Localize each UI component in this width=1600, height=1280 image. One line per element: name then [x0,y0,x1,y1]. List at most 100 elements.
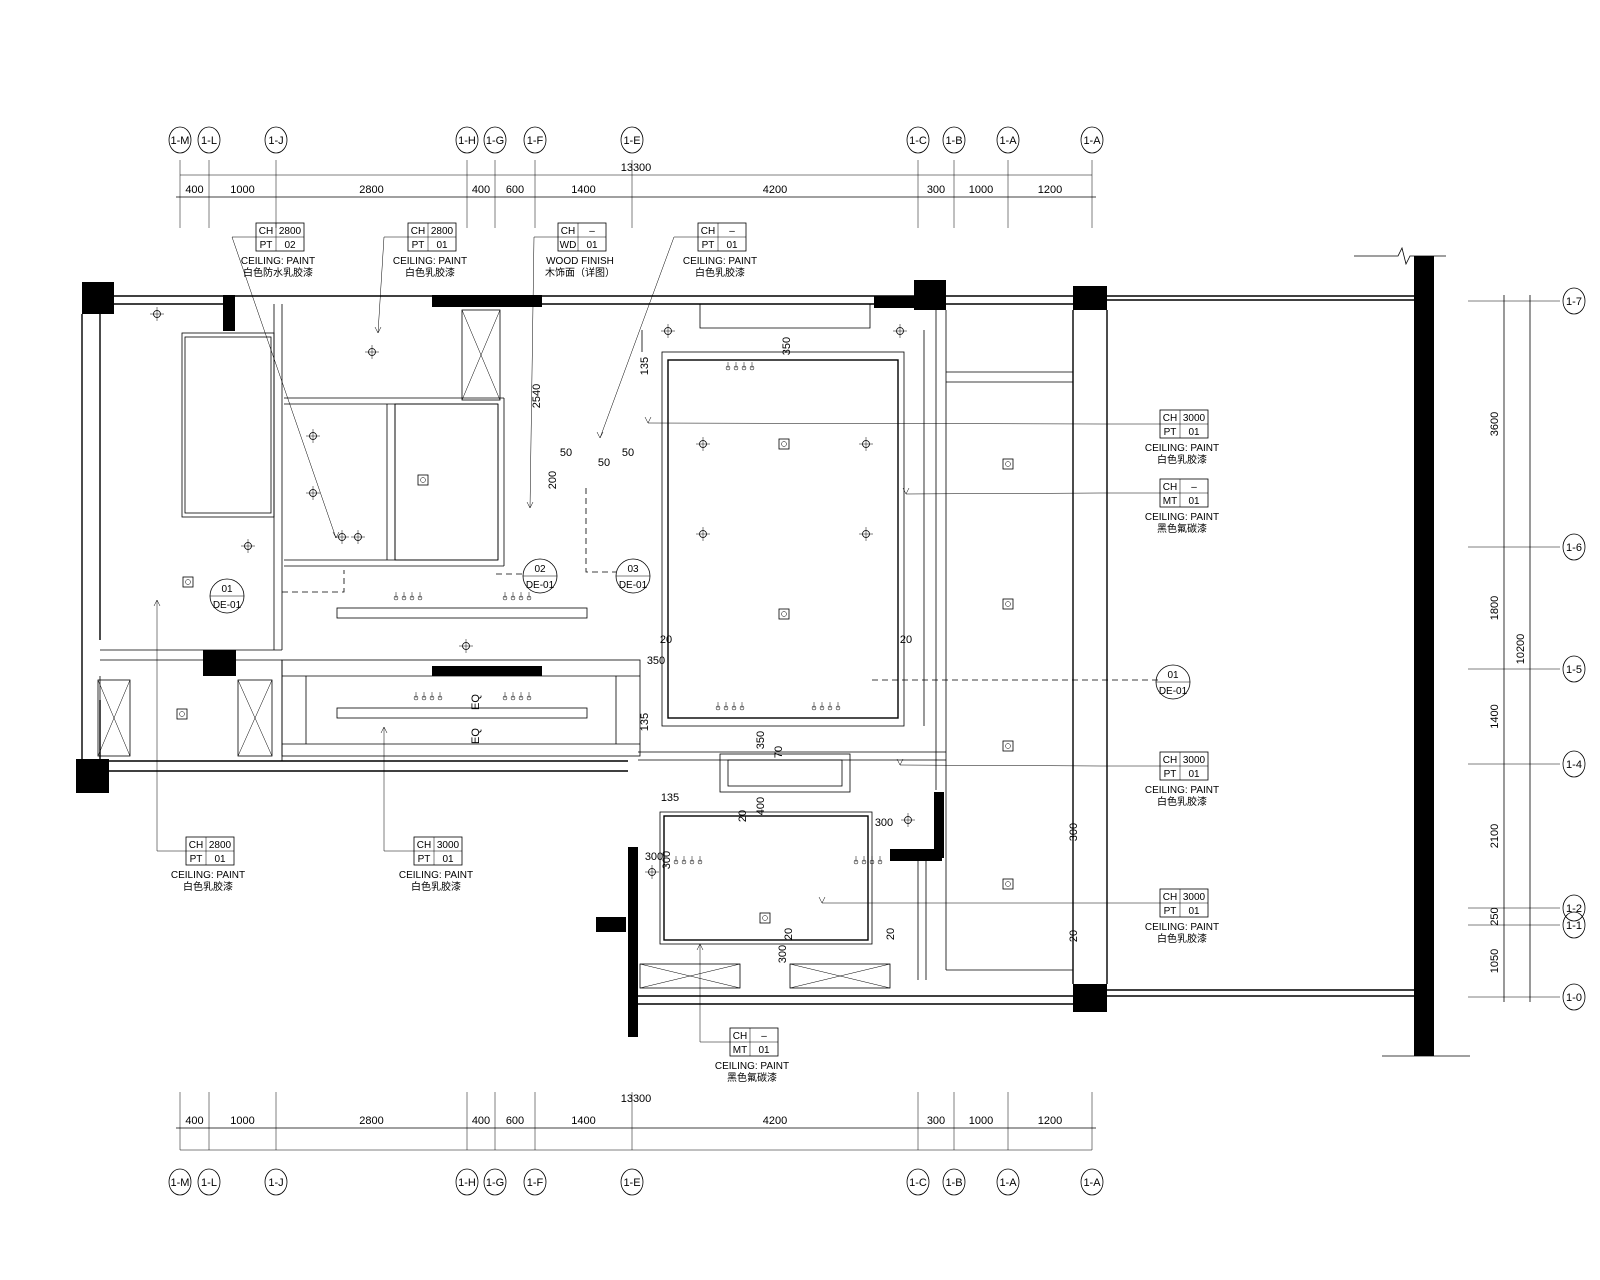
plan-dim-value: 300 [777,945,789,963]
outer-wall-south [109,760,1414,1005]
section-leader-3 [585,488,616,573]
grid-bottom-bubble [197,1168,221,1196]
wall-south-stub [628,847,638,1037]
tag-note-cn: 白色乳胶漆 [411,880,461,893]
detail-ref: DE-01 [1159,686,1188,697]
grid-top-bubble [455,126,479,154]
grid-right-bubble [1562,911,1586,939]
grid-right-label: 1-5 [1566,664,1582,676]
tag-note-cn: 白色乳胶漆 [1157,795,1207,808]
tag-number: 01 [1188,496,1200,507]
hatch-left [99,649,283,761]
dim-right-value: 1400 [1489,704,1501,728]
wall-corner [890,849,942,861]
plan-dim-value: 300 [645,851,663,863]
wardrobe-1-cross [97,679,131,757]
square-light-center [185,579,191,585]
tag-value: 2800 [431,226,454,237]
downlight-cross [696,527,710,541]
dim-top-value: 300 [927,184,945,196]
dim-right-value: 3600 [1489,412,1501,436]
square-light-center [781,441,787,447]
kitchen-hood-inner [727,759,843,787]
tag-note-cn: 白色乳胶漆 [695,266,745,279]
tag-leader [699,944,730,1043]
wardrobe-2 [237,679,273,757]
plan-dim-value: 50 [598,457,610,469]
grid-bottom-label: 1-M [171,1177,190,1189]
dim-top-total: 13300 [621,162,652,174]
tag-material: PT [412,240,425,251]
plan-dim-value: 300 [875,817,893,829]
plan-dim-value: 350 [781,337,793,355]
tag-material: PT [190,854,203,865]
tag-arrow [153,599,161,607]
tag-note-cn: 黑色氟碳漆 [727,1071,777,1084]
tag-material: WD [560,240,577,251]
column-sw [596,917,626,932]
tag-number: 01 [442,854,454,865]
plan-dim-value: 20 [885,928,897,940]
tag-number: 01 [1188,427,1200,438]
wall-corner-v [934,792,944,858]
column-ne [1073,286,1107,310]
tag-arrow [818,896,826,904]
dim-bottom-total: 13300 [621,1093,652,1105]
grid-bottom-bubble [906,1168,930,1196]
kitchen-hood [719,753,851,793]
grid-bottom-bubble [168,1168,192,1196]
shower-box [461,309,501,401]
tag-code: CH [259,226,273,237]
column-w [76,759,109,793]
tv-wall-lines [282,675,640,745]
tag-leader [905,492,1160,495]
plan-dim-value: 70 [773,746,785,758]
square-light-center [1005,881,1011,887]
dining-ceiling-outer [661,351,905,727]
dim-right-total: 10200 [1515,634,1527,665]
south-room-walls [638,751,1073,980]
dim-bottom-value: 300 [927,1115,945,1127]
grid-top-bubble [996,126,1020,154]
plan-dim-value: 200 [547,471,559,489]
tag-number: 01 [726,240,738,251]
square-light-center [1005,601,1011,607]
plan-dim-value: 20 [783,928,795,940]
grid-bottom-label: 1-H [458,1177,476,1189]
tag-leader [599,236,698,439]
plan-dim-value: 350 [755,731,767,749]
grid-right-label: 1-7 [1566,296,1582,308]
grid-top-bubble [197,126,221,154]
south-room-inner [663,815,869,941]
tag-value: – [1191,482,1197,493]
grid-bottom-bubble [483,1168,507,1196]
south-wardrobe-2 [789,963,891,989]
square-light-icon [182,576,194,588]
downlight-cross [901,813,915,827]
grid-top-bubble [483,126,507,154]
shower-cross [461,309,501,401]
tag-material: MT [733,1045,747,1056]
dim-right-value: 2100 [1489,824,1501,848]
grid-top-label: 1-J [268,135,283,147]
plan-dim-value: EQ [470,694,482,710]
dining-ceiling-inner [667,359,899,719]
room-nw-box [181,332,275,518]
tag-note-cn: 黑色氟碳漆 [1157,522,1207,535]
plan-dim-value: 20 [737,810,749,822]
tag-arrow [332,531,340,539]
grid-top-label: 1-H [458,135,476,147]
detail-number: 01 [221,584,233,595]
dim-bottom-value: 1000 [230,1115,254,1127]
tag-material: PT [1164,427,1177,438]
plan-dim-value: 20 [660,634,672,646]
square-light-icon [778,608,790,620]
downlight-cross [696,437,710,451]
dining-soffit [641,304,925,726]
plan-dim-value: 400 [755,797,767,815]
tag-value: 3000 [1183,413,1206,424]
plan-dim-value: EQ [470,728,482,744]
plan-dim-value: 350 [647,655,665,667]
grid-bottom-bubble [455,1168,479,1196]
